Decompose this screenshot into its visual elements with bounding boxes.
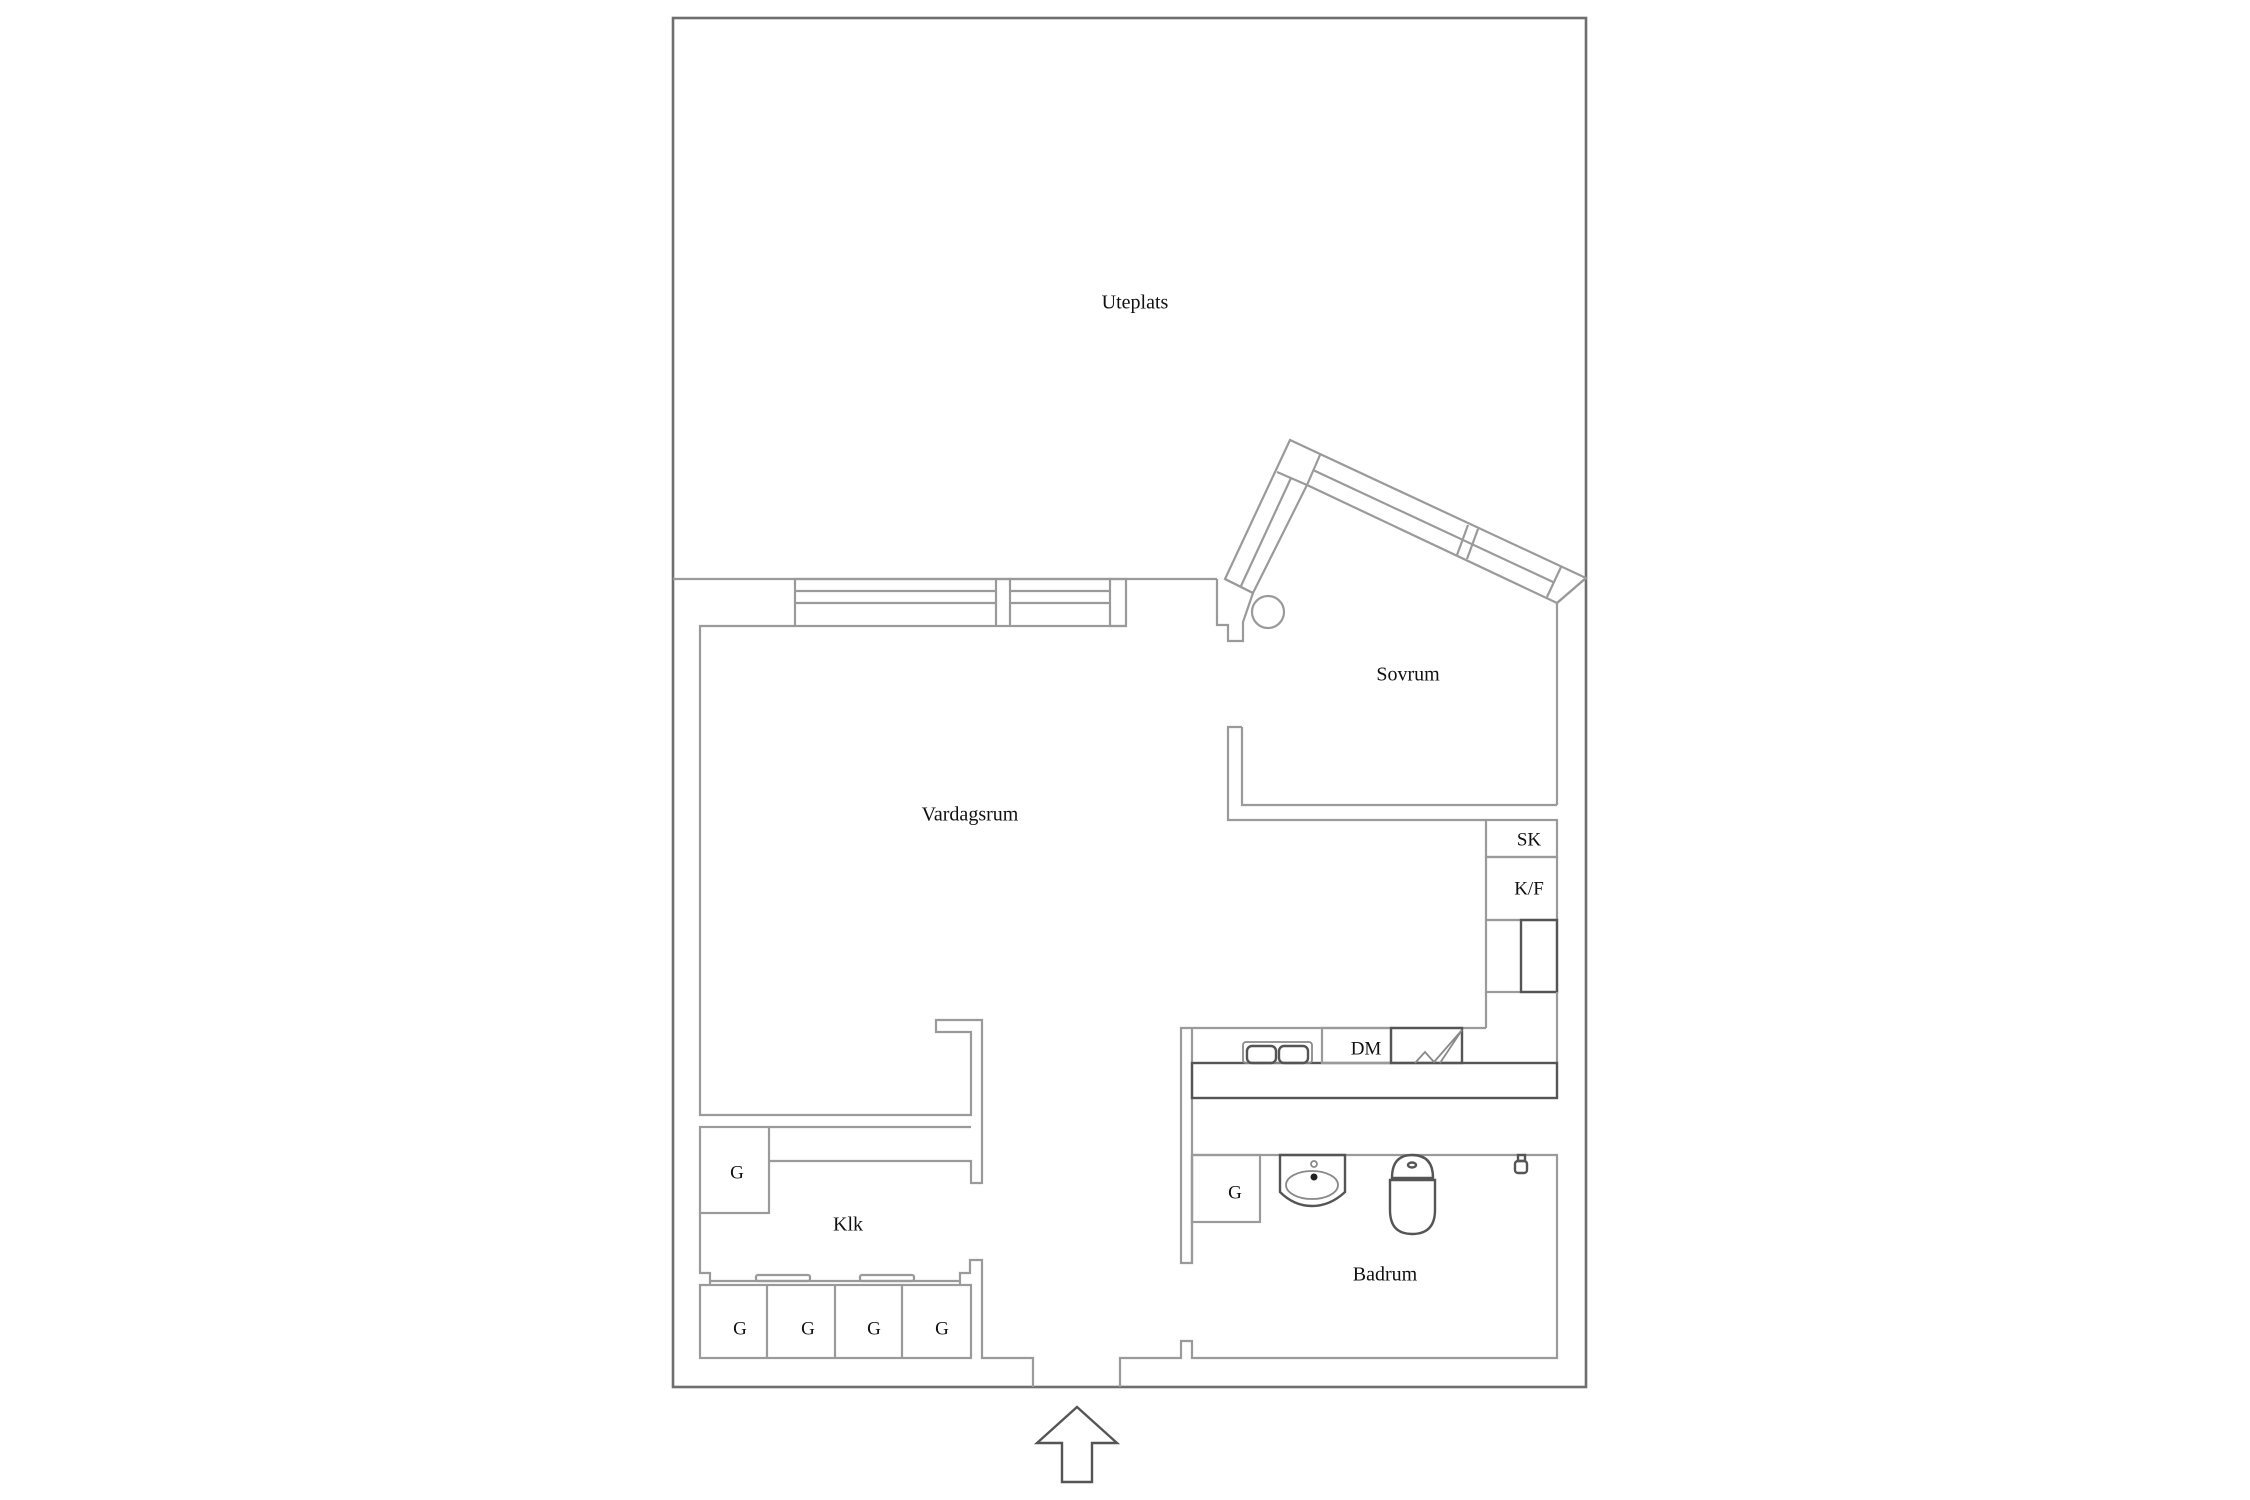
bay-window bbox=[1223, 438, 1589, 605]
kitchen-sink-icon bbox=[1242, 1041, 1313, 1065]
living-room-walls bbox=[698, 624, 1126, 1185]
bedroom-pillar bbox=[1215, 578, 1255, 643]
fixture-label-closet-wardrobe: G bbox=[730, 1162, 744, 1183]
fixture-label-dm: DM bbox=[1351, 1038, 1382, 1059]
room-label-bathroom: Badrum bbox=[1353, 1264, 1418, 1286]
washbasin-icon bbox=[1278, 1153, 1347, 1208]
toilet-icon bbox=[1388, 1153, 1437, 1236]
fixture-label-sk: SK bbox=[1517, 829, 1542, 850]
fixture-label-closet-row-4: G bbox=[935, 1318, 949, 1339]
kitchen-tall-units bbox=[1484, 818, 1559, 1063]
kitchen-counter bbox=[1179, 1026, 1559, 1265]
outer-boundary bbox=[671, 16, 1588, 1389]
entrance-arrow-icon bbox=[1033, 1405, 1121, 1484]
bathroom-walls bbox=[1179, 1153, 1559, 1360]
fixture-label-closet-row-2: G bbox=[801, 1318, 815, 1339]
column-circle bbox=[1250, 594, 1286, 630]
fixture-label-closet-row-3: G bbox=[867, 1318, 881, 1339]
room-label-bedroom: Sovrum bbox=[1376, 664, 1440, 686]
fixture-label-kf: K/F bbox=[1514, 878, 1544, 899]
floor-drain-icon bbox=[1513, 1153, 1529, 1175]
fixture-label-bath-wardrobe: G bbox=[1228, 1182, 1242, 1203]
room-label-closet: Klk bbox=[833, 1214, 863, 1236]
closet-walls bbox=[698, 1125, 1180, 1387]
living-room-window bbox=[793, 577, 1128, 628]
bedroom-walls bbox=[1226, 603, 1559, 822]
room-label-terrace: Uteplats bbox=[1102, 292, 1169, 314]
fixture-label-closet-row-1: G bbox=[733, 1318, 747, 1339]
room-label-living-room: Vardagsrum bbox=[922, 804, 1019, 826]
